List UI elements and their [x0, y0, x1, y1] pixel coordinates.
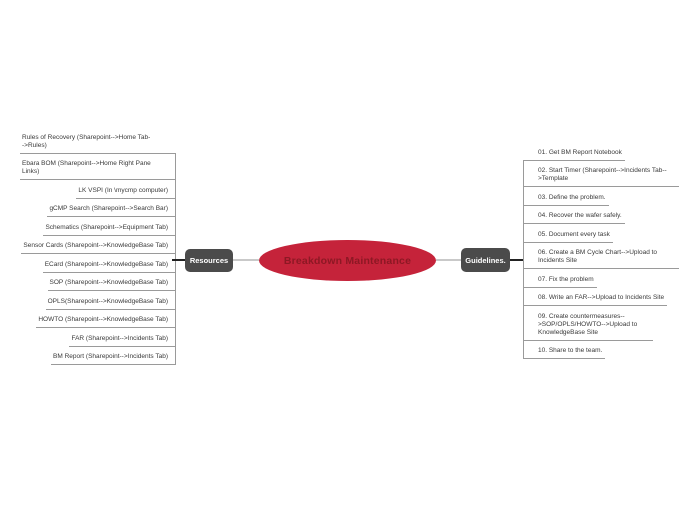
list-item[interactable]: 04. Recover the wafer safely. — [523, 206, 625, 224]
list-item-label: OPLS(Sharepoint-->KnowledgeBase Tab) — [47, 297, 168, 305]
list-item-label: gCMP Search (Sharepoint-->Search Bar) — [49, 205, 168, 212]
list-item-label: LK VSPI (In \mycmp computer) — [78, 186, 168, 194]
center-node-label: Breakdown Maintenance — [283, 254, 412, 267]
center-node[interactable]: Breakdown Maintenance — [259, 240, 436, 281]
list-item-label: 04. Recover the wafer safely. — [538, 212, 622, 219]
list-item-label: 06. Create a BM Cycle Chart-->Upload to … — [538, 249, 658, 264]
list-item-label: FAR (Sharepoint-->Incidents Tab) — [71, 334, 168, 342]
list-item-label: Ebara BOM (Sharepoint-->Home Right Pane … — [22, 160, 151, 175]
center-left-connector-line — [233, 259, 259, 261]
guidelines-node[interactable]: Guidelines. — [461, 248, 510, 272]
list-item[interactable]: OPLS(Sharepoint-->KnowledgeBase Tab) — [45, 291, 176, 310]
list-item[interactable]: SOP (Sharepoint-->KnowledgeBase Tab) — [47, 273, 176, 291]
right-branch-line — [523, 160, 524, 359]
resources-items-column: Rules of Recovery (Sharepoint-->Home Tab… — [20, 127, 176, 365]
list-item[interactable]: 10. Share to the team. — [523, 341, 606, 359]
list-item[interactable]: BM Report (Sharepoint-->Incidents Tab) — [51, 347, 176, 365]
list-item[interactable]: Ebara BOM (Sharepoint-->Home Right Pane … — [20, 154, 176, 180]
list-item[interactable]: ECard (Sharepoint-->KnowledgeBase Tab) — [42, 254, 176, 273]
resources-node[interactable]: Resources — [185, 249, 233, 272]
resources-node-label: Resources — [189, 256, 229, 265]
list-item-label: 02. Start Timer (Sharepoint-->Incidents … — [538, 167, 667, 182]
list-item[interactable]: HOWTO (Sharepoint-->KnowledgeBase Tab) — [36, 310, 176, 328]
list-item[interactable]: 08. Write an FAR-->Upload to Incidents S… — [523, 288, 668, 306]
list-item-label: HOWTO (Sharepoint-->KnowledgeBase Tab) — [38, 316, 168, 323]
list-item-label: 03. Define the problem. — [538, 193, 606, 201]
list-item[interactable]: 03. Define the problem. — [523, 187, 609, 206]
guidelines-connector-line — [510, 259, 524, 261]
list-item[interactable]: 01. Get BM Report Notebook — [523, 142, 625, 161]
guidelines-node-label: Guidelines. — [465, 255, 506, 265]
list-item[interactable]: Rules of Recovery (Sharepoint-->Home Tab… — [20, 127, 176, 154]
resources-connector-line — [172, 259, 186, 261]
list-item[interactable]: FAR (Sharepoint-->Incidents Tab) — [69, 328, 176, 347]
list-item[interactable]: 09. Create countermeasures-->SOP/OPLS/HO… — [523, 306, 653, 341]
list-item-label: 10. Share to the team. — [538, 347, 603, 354]
list-item-label: 09. Create countermeasures-->SOP/OPLS/HO… — [538, 312, 638, 336]
list-item-label: 08. Write an FAR-->Upload to Incidents S… — [538, 294, 665, 301]
list-item-label: BM Report (Sharepoint-->Incidents Tab) — [53, 353, 168, 360]
list-item-label: Schematics (Sharepoint-->Equipment Tab) — [45, 223, 168, 231]
list-item[interactable]: Schematics (Sharepoint-->Equipment Tab) — [43, 217, 176, 236]
list-item[interactable]: 05. Document every task — [523, 224, 613, 243]
list-item-label: Rules of Recovery (Sharepoint-->Home Tab… — [22, 133, 151, 149]
center-right-connector-line — [436, 259, 461, 261]
list-item-label: 07. Fix the problem — [538, 275, 594, 283]
list-item[interactable]: 02. Start Timer (Sharepoint-->Incidents … — [523, 161, 679, 187]
list-item-label: SOP (Sharepoint-->KnowledgeBase Tab) — [49, 279, 168, 286]
list-item[interactable]: LK VSPI (In \mycmp computer) — [76, 180, 176, 199]
list-item-label: Sensor Cards (Sharepoint-->KnowledgeBase… — [23, 242, 168, 249]
list-item[interactable]: 07. Fix the problem — [523, 269, 597, 288]
list-item[interactable]: gCMP Search (Sharepoint-->Search Bar) — [47, 199, 176, 217]
list-item-label: 05. Document every task — [538, 230, 610, 238]
list-item-label: ECard (Sharepoint-->KnowledgeBase Tab) — [44, 260, 168, 268]
list-item[interactable]: 06. Create a BM Cycle Chart-->Upload to … — [523, 243, 679, 269]
guidelines-items-column: 01. Get BM Report Notebook 02. Start Tim… — [523, 142, 685, 359]
list-item-label: 01. Get BM Report Notebook — [538, 148, 622, 156]
list-item[interactable]: Sensor Cards (Sharepoint-->KnowledgeBase… — [21, 236, 176, 254]
